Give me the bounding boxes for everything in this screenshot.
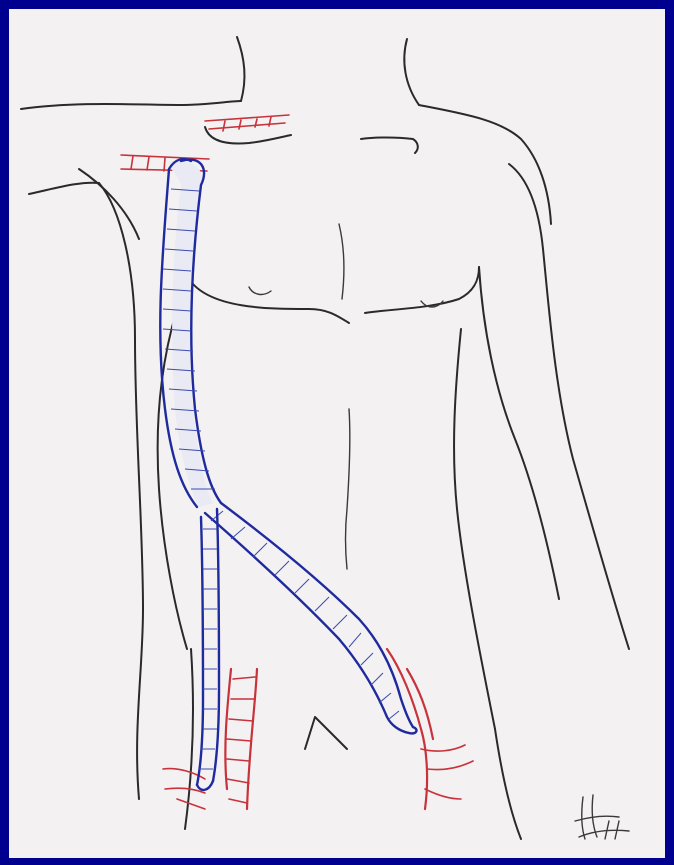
arm-left-inner-line <box>99 183 143 799</box>
arm-right-inner-line <box>479 267 559 599</box>
neck-right-line <box>404 39 419 105</box>
sternum-line <box>339 224 344 299</box>
drawing-paper <box>9 9 665 858</box>
torso-right-line <box>454 329 495 729</box>
femoral-artery-left-b <box>247 669 257 809</box>
clavicle-left <box>205 127 291 143</box>
signature-stroke-2 <box>592 795 597 837</box>
hip-right-line <box>495 729 521 839</box>
nipple-left <box>249 287 271 294</box>
femoral-right-branches <box>421 745 473 799</box>
axilla-left-line <box>79 169 139 239</box>
femoral-artery-left-a <box>225 669 231 789</box>
midline-line <box>346 409 350 569</box>
graft-cross-inner <box>205 513 409 733</box>
pectoral-left-line <box>189 279 349 323</box>
signature-mark <box>575 795 629 839</box>
shoulder-right-line <box>419 105 551 224</box>
neck-left-line <box>237 37 244 101</box>
sketch-canvas <box>9 9 665 858</box>
axillary-artery-line-1 <box>205 115 289 121</box>
arm-right-outer-line <box>509 164 629 649</box>
pectoral-right-line <box>365 267 479 313</box>
clavicle-right <box>361 138 418 154</box>
axillary-artery-line-2 <box>209 123 285 129</box>
arm-left-upper-line <box>29 183 99 194</box>
groin-chevron <box>305 717 347 749</box>
shoulder-left-line <box>21 101 241 109</box>
graft-down-end <box>197 781 213 790</box>
body-outline <box>21 37 629 839</box>
arteries <box>121 115 473 809</box>
graft <box>160 159 416 790</box>
graft-down-outer <box>213 509 219 781</box>
signature-stroke-4 <box>579 821 629 839</box>
graft-cross-end <box>409 727 416 733</box>
graft-down-inner <box>197 517 203 785</box>
